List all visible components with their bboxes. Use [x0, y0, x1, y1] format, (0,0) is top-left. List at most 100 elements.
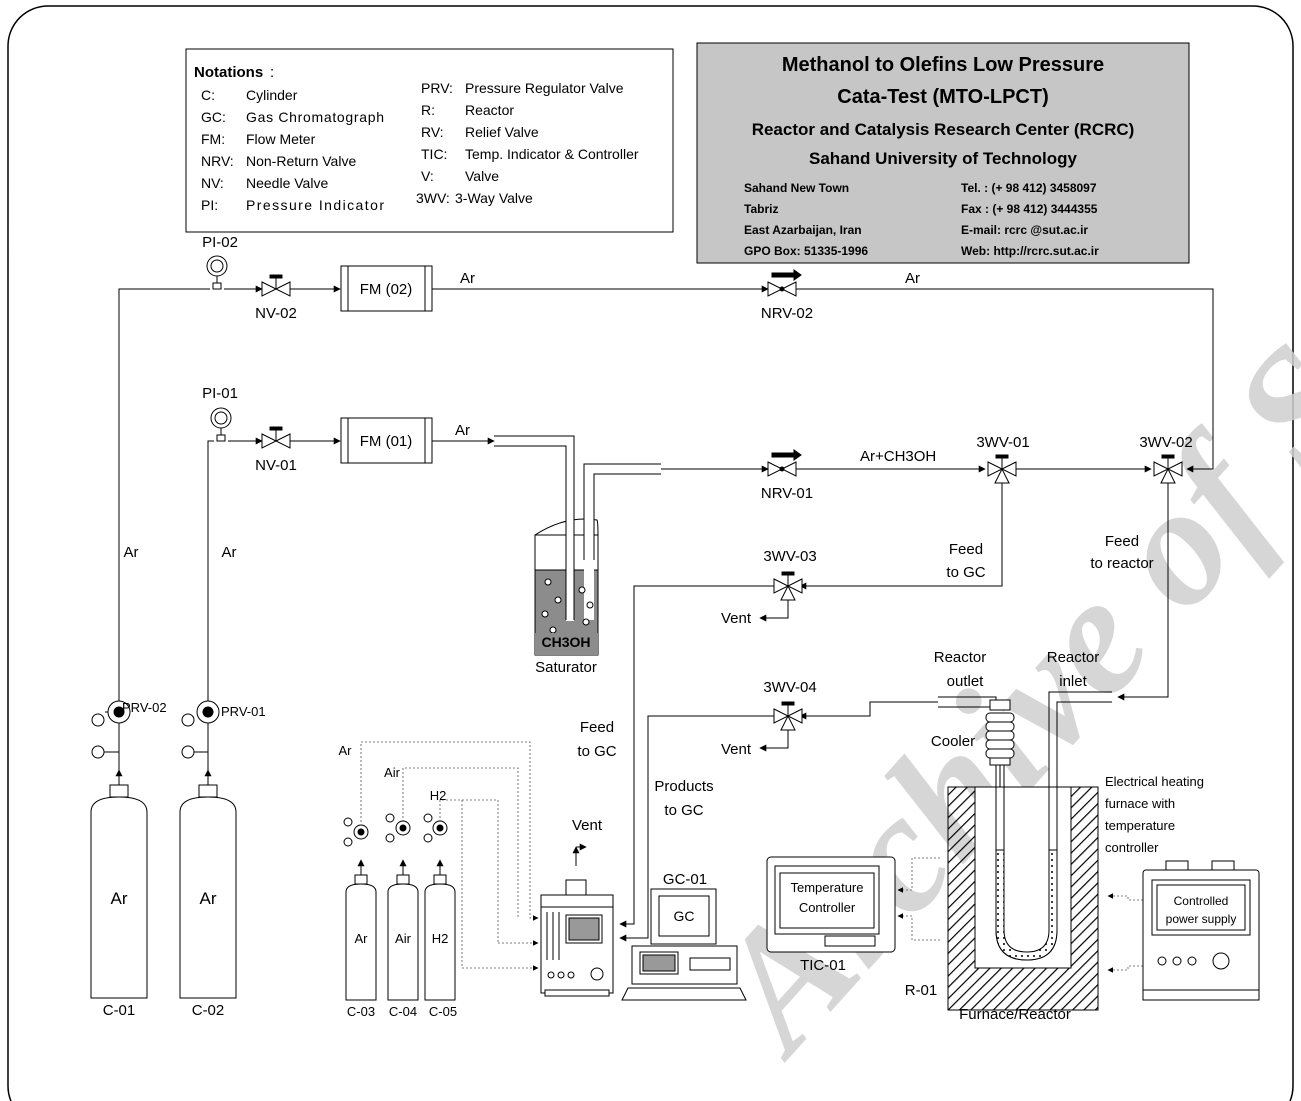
svg-text:Controlled: Controlled [1174, 894, 1229, 908]
svg-text:Electrical heating: Electrical heating [1105, 774, 1204, 789]
notation-abbr: NRV: [201, 153, 234, 169]
svg-text:Products: Products [654, 778, 713, 795]
label-3wv-01: 3WV-01 [976, 434, 1029, 451]
svg-text:Feed: Feed [580, 719, 614, 736]
svg-text:furnace with: furnace with [1105, 796, 1175, 811]
diagram-labels: PI-02 PI-01 NV-02 NV-01 Ar Ar Ar NRV-02 … [103, 234, 1237, 1023]
label-gc-01: GC-01 [663, 871, 707, 888]
cylinder-c-02 [179, 784, 237, 999]
university-name: Sahand University of Technology [809, 149, 1077, 168]
svg-text:Vent: Vent [572, 817, 603, 834]
three-way-valve-3wv-04 [773, 701, 803, 731]
svg-text:Cooler: Cooler [931, 733, 975, 750]
notation-text: 3-Way Valve [455, 190, 533, 206]
notation-text: Gas Chromatograph [246, 109, 384, 125]
gc-oven-unit [540, 879, 614, 997]
svg-text:Ar: Ar [111, 889, 128, 908]
address-line: Sahand New Town [744, 181, 849, 195]
svg-text:Feed: Feed [949, 541, 983, 558]
label-nv-01: NV-01 [255, 457, 297, 474]
label-ar-2: Ar [905, 270, 920, 287]
small-regulators [343, 813, 448, 847]
notation-text: Relief Valve [465, 124, 539, 140]
label-nv-02: NV-02 [255, 305, 297, 322]
svg-text:outlet: outlet [947, 673, 985, 690]
address-line: East Azarbaijan, Iran [744, 223, 862, 237]
label-3wv-03: 3WV-03 [763, 548, 816, 565]
label-c-04: C-04 [389, 1004, 417, 1019]
non-return-valve-nrv-02 [767, 269, 802, 297]
svg-text:Temperature: Temperature [791, 880, 864, 895]
saturator: CH3OH [534, 436, 599, 656]
svg-text:Ar: Ar [124, 544, 139, 561]
notations-title: Notations [194, 64, 263, 81]
cylinder-c-01 [90, 784, 148, 999]
svg-text:Ar: Ar [222, 544, 237, 561]
contact-line: E-mail: rcrc @sut.ac.ir [961, 223, 1088, 237]
notation-text: Reactor [465, 102, 514, 118]
three-way-valve-3wv-03 [773, 571, 803, 601]
label-furnace-reactor: Furnace/Reactor [959, 1006, 1071, 1023]
contact-line: Web: http://rcrc.sut.ac.ir [961, 244, 1099, 258]
svg-text:to GC: to GC [946, 564, 985, 581]
label-c-05: C-05 [429, 1004, 457, 1019]
label-ar-ch3oh: Ar+CH3OH [860, 448, 936, 465]
svg-text:FM (01): FM (01) [360, 433, 413, 450]
svg-text:temperature: temperature [1105, 818, 1175, 833]
needle-valve-nv-01 [261, 426, 291, 449]
svg-text:Air: Air [384, 765, 401, 780]
svg-text:H2: H2 [432, 931, 449, 946]
notation-text: Pressure Regulator Valve [465, 80, 624, 96]
svg-text:Ar: Ar [200, 889, 217, 908]
cylinder-c-05 [424, 874, 456, 1001]
svg-text:Reactor: Reactor [934, 649, 987, 666]
svg-text:power supply: power supply [1166, 912, 1237, 926]
notation-text: Valve [465, 168, 499, 184]
gc-computer: GC [621, 888, 747, 1001]
notation-text: Temp. Indicator & Controller [465, 146, 639, 162]
svg-text:Reactor: Reactor [1047, 649, 1100, 666]
notation-abbr: GC: [201, 109, 226, 125]
label-3wv-02: 3WV-02 [1139, 434, 1192, 451]
cylinder-c-04 [387, 874, 419, 1001]
label-c-02: C-02 [192, 1002, 225, 1019]
label-prv-01: PRV-01 [221, 704, 266, 719]
address-line: GPO Box: 51335-1996 [744, 244, 868, 258]
notation-text: Pressure Indicator [246, 197, 384, 213]
label-3wv-04: 3WV-04 [763, 679, 816, 696]
title-line-1: Methanol to Olefins Low Pressure [782, 54, 1104, 76]
svg-text:Controller: Controller [799, 900, 856, 915]
label-pi-01: PI-01 [202, 385, 238, 402]
svg-text:Ar: Ar [355, 931, 369, 946]
cylinder-c-03 [345, 874, 377, 1001]
svg-text:Air: Air [395, 931, 412, 946]
svg-text:to GC: to GC [664, 802, 703, 819]
notation-abbr: R: [421, 102, 435, 118]
svg-text:Vent: Vent [721, 741, 752, 758]
label-ar-3: Ar [455, 422, 470, 439]
notation-abbr: 3WV: [416, 190, 450, 206]
controlled-power-supply [1142, 860, 1260, 1001]
label-r-01: R-01 [905, 982, 938, 999]
non-return-valve-nrv-01 [767, 449, 802, 477]
svg-text:CH3OH: CH3OH [541, 634, 590, 650]
notation-text: Flow Meter [246, 131, 316, 147]
address-line: Tabriz [744, 202, 778, 216]
gc-gas-lines [360, 741, 1143, 973]
temperature-controller-tic-01 [766, 856, 896, 953]
notation-text: Non-Return Valve [246, 153, 356, 169]
pressure-regulator-prv-02 [91, 700, 131, 759]
svg-text:Ar: Ar [339, 743, 353, 758]
title-block: Methanol to Olefins Low Pressure Cata-Te… [696, 42, 1190, 264]
notation-abbr: NV: [201, 175, 224, 191]
notation-abbr: C: [201, 87, 215, 103]
title-line-2: Cata-Test (MTO-LPCT) [837, 86, 1048, 108]
cooler [985, 699, 1015, 766]
diagram-frame [7, 5, 1294, 1101]
label-c-03: C-03 [347, 1004, 375, 1019]
label-nrv-01: NRV-01 [761, 485, 813, 502]
notation-text: Cylinder [246, 87, 298, 103]
notation-abbr: PRV: [421, 80, 453, 96]
label-nrv-02: NRV-02 [761, 305, 813, 322]
